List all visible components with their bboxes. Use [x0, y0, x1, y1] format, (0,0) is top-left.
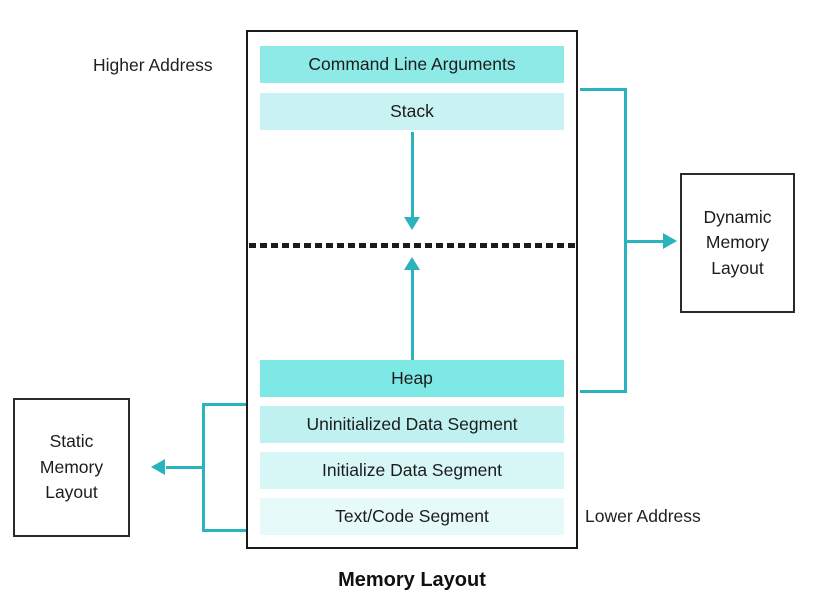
- heap-growth-arrow-line: [411, 270, 414, 360]
- heap-growth-arrowhead-up-icon: [404, 257, 420, 270]
- static-arrow-line: [166, 466, 202, 469]
- dynamic-bracket-top: [580, 88, 627, 91]
- stack-growth-arrow-line: [411, 132, 414, 217]
- static-memory-layout-box: Static Memory Layout: [13, 398, 130, 537]
- dynamic-memory-layout-label: Dynamic Memory Layout: [703, 206, 772, 278]
- segment-command-line-arguments: Command Line Arguments: [260, 46, 564, 83]
- segment-text-code: Text/Code Segment: [260, 498, 564, 535]
- higher-address-label: Higher Address: [93, 55, 213, 75]
- dynamic-bracket-bottom: [580, 390, 627, 393]
- segment-stack: Stack: [260, 93, 564, 130]
- diagram-title: Memory Layout: [338, 569, 486, 591]
- segment-heap: Heap: [260, 360, 564, 397]
- segment-uninitialized-data: Uninitialized Data Segment: [260, 406, 564, 443]
- lower-address-label: Lower Address: [585, 506, 701, 526]
- segment-initialized-data: Initialize Data Segment: [260, 452, 564, 489]
- static-bracket-vertical: [202, 403, 205, 532]
- static-arrowhead-left-icon: [151, 459, 165, 475]
- static-bracket-bottom: [202, 529, 246, 532]
- dynamic-bracket-vertical: [624, 88, 627, 393]
- dynamic-memory-layout-box: Dynamic Memory Layout: [680, 173, 795, 313]
- static-memory-layout-label: Static Memory Layout: [39, 431, 104, 503]
- dynamic-arrow-line: [627, 240, 665, 243]
- stack-growth-arrowhead-down-icon: [404, 217, 420, 230]
- heap-stack-boundary-dashed-line: [249, 243, 576, 248]
- static-bracket-top: [202, 403, 246, 406]
- dynamic-arrowhead-right-icon: [663, 233, 677, 249]
